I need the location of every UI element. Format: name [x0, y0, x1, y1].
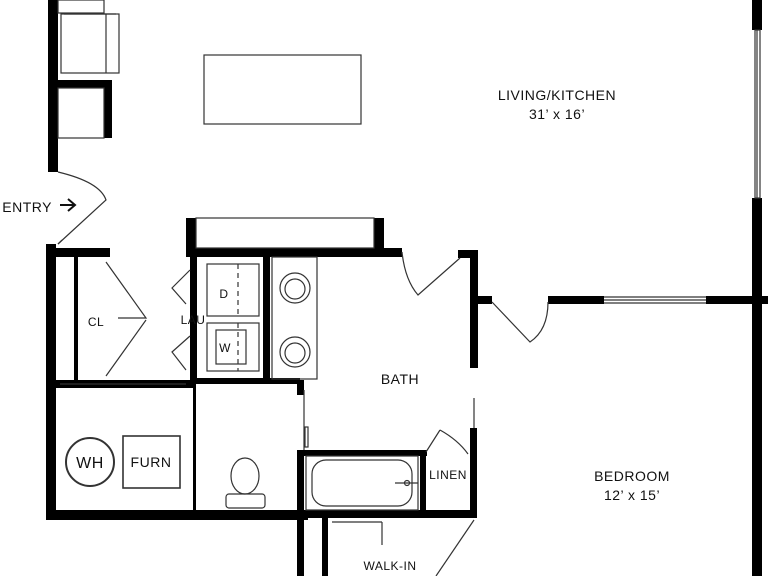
- bedroom-name: BEDROOM: [594, 468, 670, 484]
- east-wall-mid: [752, 198, 762, 576]
- washer-label: W: [219, 341, 231, 355]
- walls: [46, 0, 768, 576]
- refrigerator: [60, 13, 120, 74]
- bath-east-wall: [470, 250, 478, 368]
- walkin-door: [435, 519, 475, 576]
- west-wall-upper: [48, 0, 58, 172]
- east-wall-upper: [752, 0, 762, 30]
- entry-door: [57, 171, 107, 245]
- bathroom-north-wall: [186, 248, 402, 257]
- washer-box: [206, 322, 260, 372]
- toilet-tank: [225, 493, 266, 509]
- linen-east-wall: [470, 428, 477, 518]
- linen-name: LINEN: [429, 468, 467, 482]
- sink-lower-icon: [279, 336, 311, 368]
- pantry-counter: [195, 217, 375, 249]
- bedroom-north-wall-east: [706, 296, 768, 304]
- kitchen-cabinet-base: [58, 80, 110, 88]
- pantry-block: [186, 218, 196, 252]
- closet-name: CL: [88, 315, 104, 329]
- closet-partition: [74, 257, 78, 382]
- upper-cabinet: [57, 0, 105, 14]
- bedroom-size: 12’ x 15’: [604, 487, 660, 503]
- dryer-box: [206, 263, 260, 317]
- furnace-box: [122, 435, 181, 489]
- bath-door: [401, 251, 461, 296]
- entry-name: ENTRY: [2, 199, 52, 215]
- closet-door-lower: [105, 319, 147, 377]
- water-heater-label: WH: [76, 455, 104, 472]
- furnace-label: FURN: [131, 454, 172, 470]
- west-wall-lower: [46, 244, 56, 520]
- tub-south-wall: [297, 510, 477, 518]
- tub-north-wall: [297, 450, 427, 456]
- linen-west-wall: [420, 452, 426, 512]
- closet-door-upper: [105, 261, 148, 319]
- linen-door: [425, 429, 469, 455]
- labels: LIVING/KITCHEN 31’ x 16’ BEDROOM 12’ x 1…: [2, 87, 670, 573]
- fixtures: [57, 0, 761, 545]
- kitchen-cabinet-side: [104, 80, 112, 138]
- walk-in-name: WALK-IN: [363, 559, 416, 573]
- bedroom-door: [491, 301, 549, 343]
- laundry-east-wall: [263, 257, 270, 384]
- hall-closet-north-wall: [56, 248, 110, 257]
- walkin-wall: [322, 518, 328, 576]
- laundry-name: LAU: [181, 313, 206, 327]
- living-kitchen-name: LIVING/KITCHEN: [498, 87, 616, 103]
- south-wall: [46, 510, 308, 520]
- toilet-bowl-icon: [230, 457, 260, 495]
- laundry-door-upper: [171, 269, 191, 305]
- bedroom-north-wall: [548, 296, 604, 304]
- doors: [57, 171, 549, 576]
- laundry-south-wall: [190, 378, 300, 384]
- bath-door-stub: [458, 250, 478, 258]
- sink-upper-icon: [279, 272, 311, 304]
- pantry-block-east: [374, 218, 384, 252]
- vanity-counter: [271, 256, 318, 380]
- bath-name: BATH: [381, 371, 419, 387]
- entry-arrow-icon: [60, 198, 77, 212]
- living-kitchen-size: 31’ x 16’: [529, 106, 585, 122]
- water-heater-icon: [65, 437, 115, 487]
- bath-post: [297, 380, 304, 395]
- laundry-door-lower: [171, 335, 191, 371]
- bedroom-north-wall-west: [478, 296, 492, 304]
- toilet-partition: [193, 384, 196, 512]
- dryer-label: D: [219, 287, 228, 301]
- oven-counter: [57, 87, 105, 139]
- kitchen-island: [203, 54, 362, 125]
- laundry-west-wall: [190, 257, 197, 382]
